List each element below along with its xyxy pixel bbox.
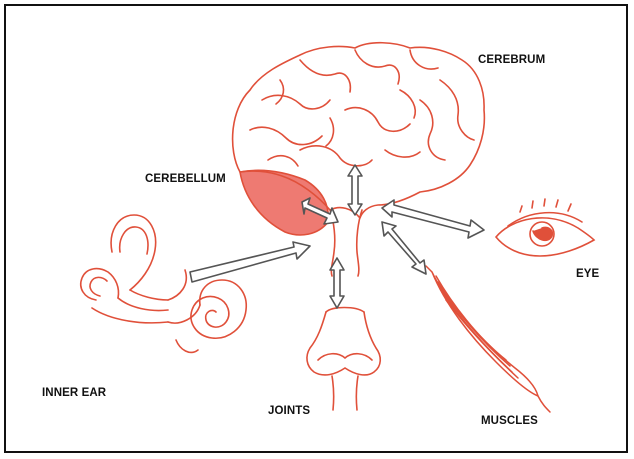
arrow-inner-ear <box>190 242 310 282</box>
arrow-cerebrum <box>348 165 362 215</box>
label-joints: JOINTS <box>268 405 310 417</box>
inner-ear-icon <box>81 215 246 352</box>
arrow-joints <box>330 258 344 308</box>
arrow-muscles <box>382 222 426 274</box>
eye-icon <box>496 199 594 256</box>
label-inner-ear: INNER EAR <box>42 387 106 399</box>
arrow-eye <box>382 200 484 238</box>
label-cerebrum: CEREBRUM <box>478 54 545 66</box>
muscle-icon <box>426 266 550 412</box>
label-eye: EYE <box>576 268 599 280</box>
label-cerebellum: CEREBELLUM <box>145 173 226 185</box>
cerebellum-shape <box>240 170 328 235</box>
brain-icon <box>233 43 485 276</box>
label-muscles: MUSCLES <box>481 415 538 427</box>
joint-icon <box>307 308 380 411</box>
